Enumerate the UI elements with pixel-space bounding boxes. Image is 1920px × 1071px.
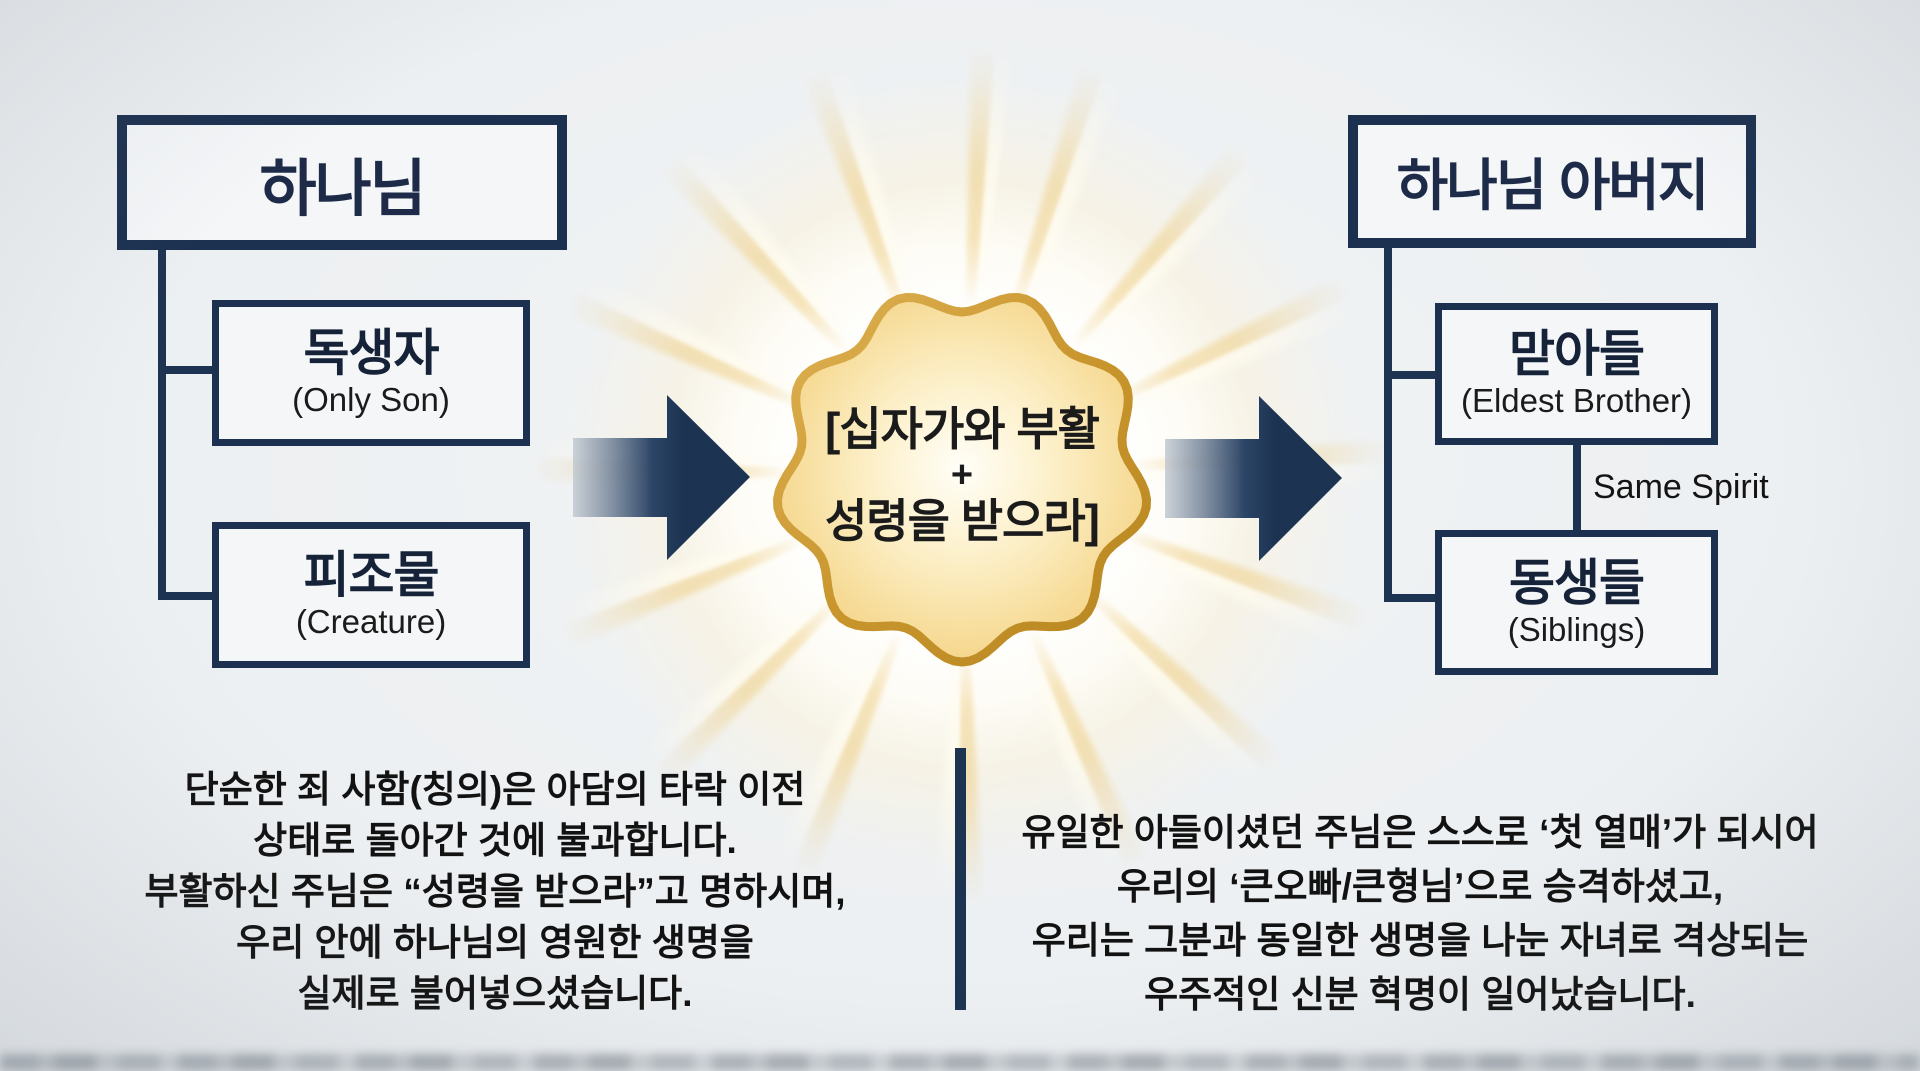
- right-connector-siblings: [1388, 594, 1435, 602]
- left-note-line: 부활하신 주님은 “성령을 받으라”고 명하시며,: [144, 871, 846, 912]
- node-god-father-label: 하나님 아버지: [1396, 154, 1710, 217]
- left-connector-only-son: [162, 366, 216, 374]
- right-note-line: 우리는 그분과 동일한 생명을 나눈 자녀로 격상되는: [1031, 920, 1809, 961]
- left-note-line: 단순한 죄 사함(칭의)은 아담의 타락 이전: [184, 769, 806, 810]
- node-only-son-ko: 독생자: [303, 325, 440, 381]
- left-note-line: 실제로 불어넣으셨습니다.: [297, 973, 693, 1014]
- blurred-caption-band: [0, 1054, 1920, 1071]
- node-eldest-brother-en: (Eldest Brother): [1460, 382, 1693, 419]
- badge-line-2: 성령을 받으라]: [824, 495, 1100, 547]
- right-note-line: 우리의 ‘큰오빠/큰형님’으로 승격하셨고,: [1116, 866, 1724, 907]
- node-siblings-en: (Siblings): [1507, 610, 1646, 648]
- right-connector-eldest: [1388, 371, 1435, 379]
- node-god: 하나님: [117, 115, 567, 250]
- right-note-line: 유일한 아들이셨던 주님은 스스로 ‘첫 열매’가 되시어: [1021, 812, 1819, 853]
- node-eldest-brother-ko: 맏아들: [1509, 326, 1645, 382]
- node-god-father: 하나님 아버지: [1348, 115, 1756, 248]
- node-siblings-ko: 동생들: [1509, 554, 1645, 611]
- plus-icon: +: [950, 454, 974, 496]
- node-siblings: 동생들 (Siblings): [1435, 530, 1718, 675]
- node-creature: 피조물 (Creature): [212, 522, 530, 668]
- badge-line-1: [십자가와 부활: [824, 403, 1100, 455]
- node-only-son-en: (Only Son): [292, 381, 450, 418]
- same-spirit-label: Same Spirit: [1593, 468, 1769, 506]
- node-creature-en: (Creature): [295, 603, 447, 640]
- left-connector-creature: [162, 592, 216, 600]
- right-note: 유일한 아들이셨던 주님은 스스로 ‘첫 열매’가 되시어 우리의 ‘큰오빠/큰…: [985, 806, 1855, 1022]
- left-note: 단순한 죄 사함(칭의)은 아담의 타락 이전 상태로 돌아간 것에 불과합니다…: [95, 764, 895, 1019]
- sunburst-badge: [773, 293, 1151, 667]
- node-only-son: 독생자 (Only Son): [212, 300, 530, 446]
- notes-divider: [955, 748, 966, 1010]
- left-trunk-line: [158, 248, 166, 600]
- right-trunk-line: [1384, 246, 1392, 602]
- left-note-line: 상태로 돌아간 것에 불과합니다.: [253, 820, 737, 861]
- node-eldest-brother: 맏아들 (Eldest Brother): [1435, 303, 1718, 445]
- left-note-line: 우리 안에 하나님의 영원한 생명을: [236, 922, 754, 963]
- node-creature-ko: 피조물: [303, 547, 440, 603]
- node-god-label: 하나님: [259, 154, 426, 224]
- right-note-line: 우주적인 신분 혁명이 일어났습니다.: [1144, 974, 1696, 1015]
- same-spirit-line: [1573, 445, 1581, 530]
- arrow-right-icon: [573, 395, 750, 560]
- badge-text: [십자가와 부활 + 성령을 받으라]: [732, 245, 1192, 705]
- arrow-right-icon: [1165, 396, 1342, 561]
